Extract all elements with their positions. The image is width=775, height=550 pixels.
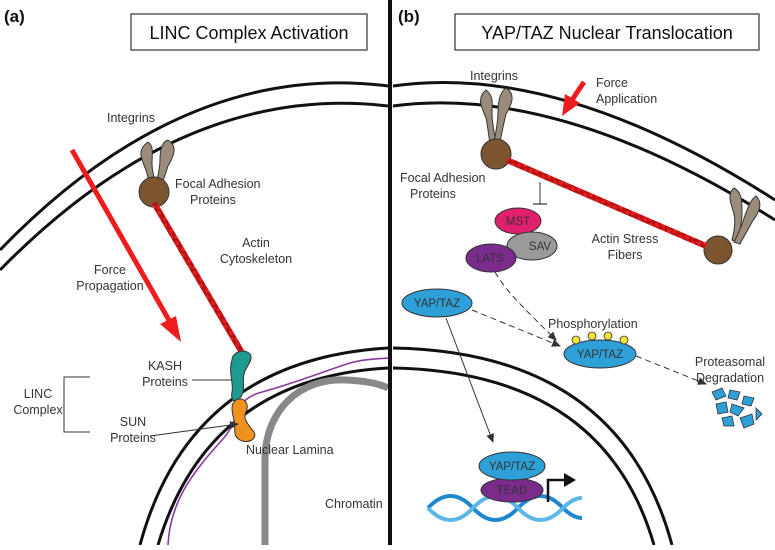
yap-taz-nuclear-label: YAP/TAZ xyxy=(489,461,535,473)
integrin-b-right xyxy=(729,187,761,245)
lats-oval xyxy=(465,243,517,273)
dna-strand-2 xyxy=(426,494,583,522)
actin-stress-label-2: Fibers xyxy=(608,248,643,262)
proteasomal-label-2: Degradation xyxy=(696,371,764,385)
nuclear-lamina-label: Nuclear Lamina xyxy=(246,443,334,457)
lats-label: LATS xyxy=(476,253,504,265)
force-propagation-arrow-shaft xyxy=(69,148,173,324)
cell-membrane-outer-a xyxy=(0,81,389,252)
lats-to-phospho-arrow xyxy=(494,271,557,341)
nuclear-envelope-inner-b xyxy=(392,366,656,546)
force-label-b-2: Application xyxy=(596,92,657,106)
kash-label-1: KASH xyxy=(148,359,182,373)
nuclear-envelope-outer-a xyxy=(138,346,389,546)
linc-label-2: Complex xyxy=(13,403,63,417)
panel-a-label: (a) xyxy=(4,7,25,26)
cell-membrane-inner-b xyxy=(392,101,775,222)
phosphate-dot xyxy=(619,335,629,345)
focal-adhesion-protein-a xyxy=(138,176,170,208)
tead-label: TEAD xyxy=(497,485,528,497)
proteasomal-label-1: Proteasomal xyxy=(695,355,765,369)
force-application-arrow-head xyxy=(562,94,580,116)
phosphate-dot xyxy=(603,331,613,341)
panel-a: (a) LINC Complex Activation Integrins Fo… xyxy=(0,7,390,546)
linc-label-1: LINC xyxy=(24,387,52,401)
force-label-b-1: Force xyxy=(596,76,628,90)
sun-protein xyxy=(231,398,256,443)
cell-membrane-inner-a xyxy=(0,101,389,272)
yap-taz-cytoplasmic xyxy=(401,288,473,318)
focal-adhesion-label-b-1: Focal Adhesion xyxy=(400,171,486,185)
yap-taz-phosphorylated-label: YAP/TAZ xyxy=(577,349,623,361)
sun-label-1: SUN xyxy=(120,415,146,429)
phosphorylation-label: Phosphorylation xyxy=(548,317,638,331)
panel-b-title-box xyxy=(454,13,760,51)
nuclear-lamina-line xyxy=(167,357,389,546)
mst-label: MST xyxy=(506,216,530,228)
force-propagation-arrow-head xyxy=(160,316,181,342)
yap-taz-cytoplasmic-label: YAP/TAZ xyxy=(414,298,460,310)
panel-a-title-box xyxy=(130,13,368,51)
nuclear-envelope-outer-b xyxy=(392,346,674,546)
kash-label-2: Proteins xyxy=(142,375,188,389)
panel-a-title: LINC Complex Activation xyxy=(149,23,348,43)
yap-taz-nuclear xyxy=(478,451,546,481)
integrin-b-left xyxy=(480,87,513,143)
integrins-label-b: Integrins xyxy=(470,69,518,83)
transcription-start-head xyxy=(564,473,576,487)
transcription-start-line xyxy=(546,478,566,502)
chromatin-label: Chromatin xyxy=(325,497,383,511)
force-label-a-1: Force xyxy=(94,263,126,277)
yap-taz-phosphorylated xyxy=(563,339,637,369)
actin-stress-label-1: Actin Stress xyxy=(592,232,659,246)
focal-adhesion-protein-b-right xyxy=(703,235,733,265)
actin-cytoskeleton-a xyxy=(151,201,247,358)
sav-label: SAV xyxy=(529,241,551,253)
focal-adhesion-label-b-2: Proteins xyxy=(410,187,456,201)
panel-b-title: YAP/TAZ Nuclear Translocation xyxy=(481,23,732,43)
panel-b: (b) YAP/TAZ Nuclear Translocation xyxy=(392,7,775,546)
degradation-fragments xyxy=(711,387,763,429)
kash-protein xyxy=(230,350,252,403)
sun-label-2: Proteins xyxy=(110,431,156,445)
actin-label-a-1: Actin xyxy=(242,236,270,250)
yap-to-phospho-arrow xyxy=(471,309,561,347)
force-label-a-2: Propagation xyxy=(76,279,143,293)
actin-label-a-2: Cytoskeleton xyxy=(220,252,292,266)
phospho-to-degradation-arrow xyxy=(635,355,707,385)
nuclear-translocation-arrow xyxy=(445,317,494,443)
sun-leader-arrow xyxy=(149,421,239,437)
focal-adhesion-label-a-2: Proteins xyxy=(190,193,236,207)
phosphate-dot xyxy=(587,331,597,341)
linc-bracket xyxy=(63,376,90,433)
phosphate-dot xyxy=(571,335,581,345)
focal-adhesion-label-a-1: Focal Adhesion xyxy=(175,177,261,191)
focal-adhesion-protein-b-left xyxy=(480,138,512,170)
integrins-label-a: Integrins xyxy=(107,111,155,125)
sav-oval xyxy=(506,231,558,261)
force-application-arrow-shaft xyxy=(569,80,587,102)
panel-b-label: (b) xyxy=(398,7,420,26)
actin-stress-fiber xyxy=(505,157,708,249)
chromatin-fiber xyxy=(261,376,390,545)
